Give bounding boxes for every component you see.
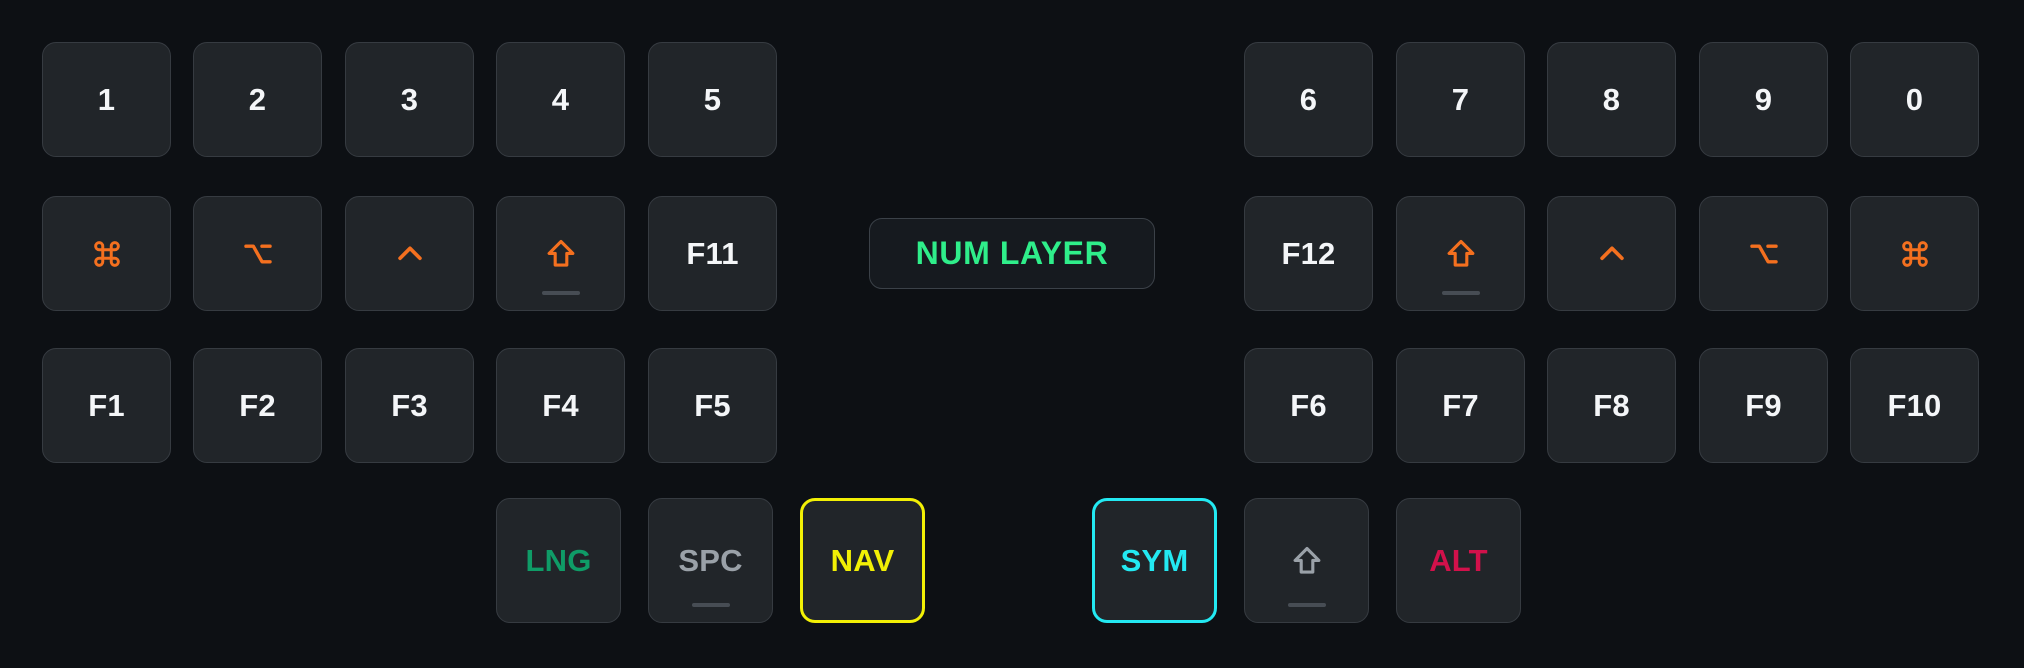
command-icon <box>90 237 124 271</box>
key-right-mod-option[interactable] <box>1699 196 1828 311</box>
key-label: SPC <box>678 542 743 578</box>
key-left-fn-f1[interactable]: F1 <box>42 348 171 463</box>
key-right-mod-shift[interactable] <box>1396 196 1525 311</box>
key-label: 2 <box>248 81 267 117</box>
key-right-thumb-shift[interactable] <box>1244 498 1369 623</box>
key-left-mod-control[interactable] <box>345 196 474 311</box>
key-label: F7 <box>1442 387 1479 423</box>
key-right-num-8[interactable]: 8 <box>1547 42 1676 157</box>
key-left-num-4[interactable]: 4 <box>496 42 625 157</box>
command-icon <box>1898 237 1932 271</box>
key-label: F8 <box>1593 387 1630 423</box>
key-left-num-2[interactable]: 2 <box>193 42 322 157</box>
key-right-fn-f9[interactable]: F9 <box>1699 348 1828 463</box>
key-right-num-7[interactable]: 7 <box>1396 42 1525 157</box>
key-label: ALT <box>1429 542 1488 578</box>
key-left-num-3[interactable]: 3 <box>345 42 474 157</box>
key-right-fn-f8[interactable]: F8 <box>1547 348 1676 463</box>
layer-badge: NUM LAYER <box>869 218 1155 289</box>
key-right-fn-f7[interactable]: F7 <box>1396 348 1525 463</box>
key-right-fn-f6[interactable]: F6 <box>1244 348 1373 463</box>
shift-icon <box>544 237 578 271</box>
key-left-num-5[interactable]: 5 <box>648 42 777 157</box>
key-label: 9 <box>1754 81 1773 117</box>
hold-indicator-bar <box>1287 603 1326 607</box>
key-label: F11 <box>686 235 739 271</box>
control-icon <box>1595 237 1629 271</box>
key-left-mod-command[interactable] <box>42 196 171 311</box>
key-right-fn-f10[interactable]: F10 <box>1850 348 1979 463</box>
hold-indicator-bar <box>691 603 730 607</box>
layer-badge-label: NUM LAYER <box>915 235 1109 271</box>
key-left-fn-f3[interactable]: F3 <box>345 348 474 463</box>
hold-indicator-bar <box>541 291 580 295</box>
key-label: 8 <box>1602 81 1621 117</box>
key-label: F9 <box>1745 387 1782 423</box>
shift-icon <box>1444 237 1478 271</box>
key-label: F4 <box>542 387 579 423</box>
key-left-mod-f11[interactable]: F11 <box>648 196 777 311</box>
key-label: F6 <box>1290 387 1327 423</box>
key-label: 5 <box>703 81 722 117</box>
key-right-num-6[interactable]: 6 <box>1244 42 1373 157</box>
key-label: F10 <box>1887 387 1942 423</box>
key-left-fn-f5[interactable]: F5 <box>648 348 777 463</box>
key-label: 4 <box>551 81 570 117</box>
key-left-mod-option[interactable] <box>193 196 322 311</box>
key-label: 6 <box>1299 81 1318 117</box>
key-label: LNG <box>525 542 592 578</box>
option-icon <box>241 237 275 271</box>
option-icon <box>1747 237 1781 271</box>
key-right-mod-f12[interactable]: F12 <box>1244 196 1373 311</box>
key-label: F2 <box>239 387 276 423</box>
key-left-thumb-nav[interactable]: NAV <box>800 498 925 623</box>
key-label: 3 <box>400 81 419 117</box>
key-right-num-9[interactable]: 9 <box>1699 42 1828 157</box>
key-label: F12 <box>1281 235 1336 271</box>
key-right-thumb-sym[interactable]: SYM <box>1092 498 1217 623</box>
key-right-mod-command[interactable] <box>1850 196 1979 311</box>
key-left-mod-shift[interactable] <box>496 196 625 311</box>
key-left-fn-f4[interactable]: F4 <box>496 348 625 463</box>
key-left-fn-f2[interactable]: F2 <box>193 348 322 463</box>
key-right-num-0[interactable]: 0 <box>1850 42 1979 157</box>
key-label: 7 <box>1451 81 1470 117</box>
key-label: 1 <box>97 81 116 117</box>
key-label: 0 <box>1905 81 1924 117</box>
hold-indicator-bar <box>1441 291 1480 295</box>
key-label: F3 <box>391 387 428 423</box>
key-left-thumb-spc[interactable]: SPC <box>648 498 773 623</box>
key-right-thumb-alt[interactable]: ALT <box>1396 498 1521 623</box>
key-label: NAV <box>830 542 895 578</box>
key-left-num-1[interactable]: 1 <box>42 42 171 157</box>
shift-icon <box>1290 544 1324 578</box>
control-icon <box>393 237 427 271</box>
key-label: F1 <box>88 387 125 423</box>
key-label: F5 <box>694 387 731 423</box>
key-left-thumb-lng[interactable]: LNG <box>496 498 621 623</box>
key-right-mod-control[interactable] <box>1547 196 1676 311</box>
key-label: SYM <box>1120 542 1189 578</box>
